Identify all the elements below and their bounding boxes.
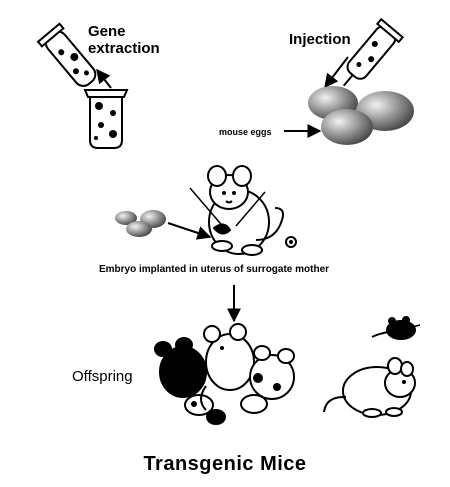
mouse-eggs-label: mouse eggs xyxy=(219,127,272,137)
surrogate-mother-mouse xyxy=(189,165,297,256)
small-black-mouse xyxy=(371,316,421,340)
mouse-egg-icon xyxy=(321,109,373,145)
mouse-ear xyxy=(175,337,193,353)
gene-extraction-line2: extraction xyxy=(88,40,160,57)
syringe-icon xyxy=(342,17,405,87)
embryo-icon xyxy=(115,211,137,225)
mouse-icon xyxy=(206,409,226,425)
gene-extraction-line1: Gene xyxy=(88,23,126,40)
gene-extraction-label: Gene extraction xyxy=(88,23,160,57)
white-mouse xyxy=(323,357,416,418)
mouse-ear xyxy=(203,325,221,343)
injection-arrow xyxy=(324,56,349,89)
implant-arrow xyxy=(167,222,212,240)
test-tube-icon xyxy=(83,89,129,149)
mouse-icon xyxy=(249,354,295,400)
offspring-label: Offspring xyxy=(72,368,133,385)
embryos xyxy=(115,210,166,237)
mouse-ear xyxy=(229,323,247,341)
gene-transfer-arrow xyxy=(96,68,112,89)
embryo-label: Embryo implanted in uterus of surrogate … xyxy=(99,264,330,275)
offspring-group xyxy=(154,323,295,425)
mouse-ear xyxy=(154,341,172,357)
mouse-ear xyxy=(277,348,295,364)
page-title: Transgenic Mice xyxy=(143,453,307,475)
embryo-icon xyxy=(126,221,152,237)
mouse-ear xyxy=(253,345,271,361)
mouse-icon xyxy=(240,394,268,414)
mouse-eggs xyxy=(308,86,414,145)
injection-label: Injection xyxy=(289,31,351,48)
tilted-test-tube-icon xyxy=(36,22,97,87)
